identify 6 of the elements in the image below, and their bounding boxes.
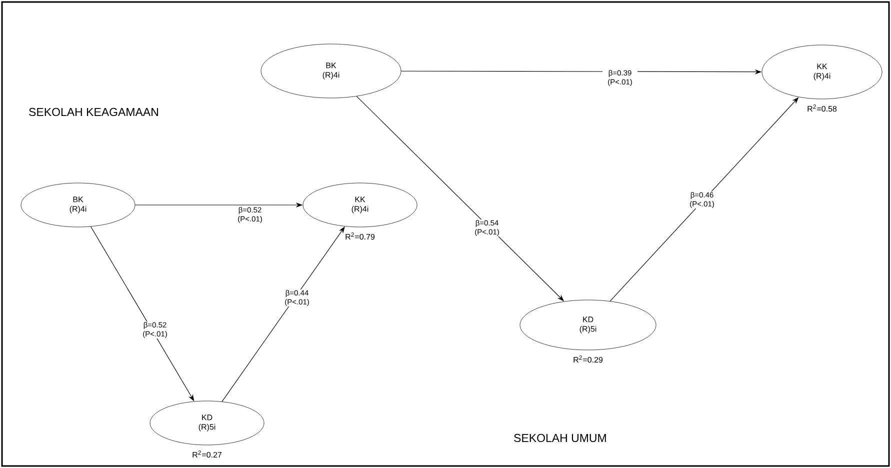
r-squared-label: R$^{2}$=0.79 <box>346 232 375 240</box>
r-squared-label: R$^{2}$=0.29 <box>574 356 603 363</box>
r-squared-label: R$^{2}$=0.27 <box>192 450 222 458</box>
group-title: SEKOLAH KEAGAMAAN <box>29 108 158 116</box>
r-squared-label: R$^{2}$=0.58 <box>808 104 837 112</box>
group-title: SEKOLAH UMUM <box>514 434 606 442</box>
